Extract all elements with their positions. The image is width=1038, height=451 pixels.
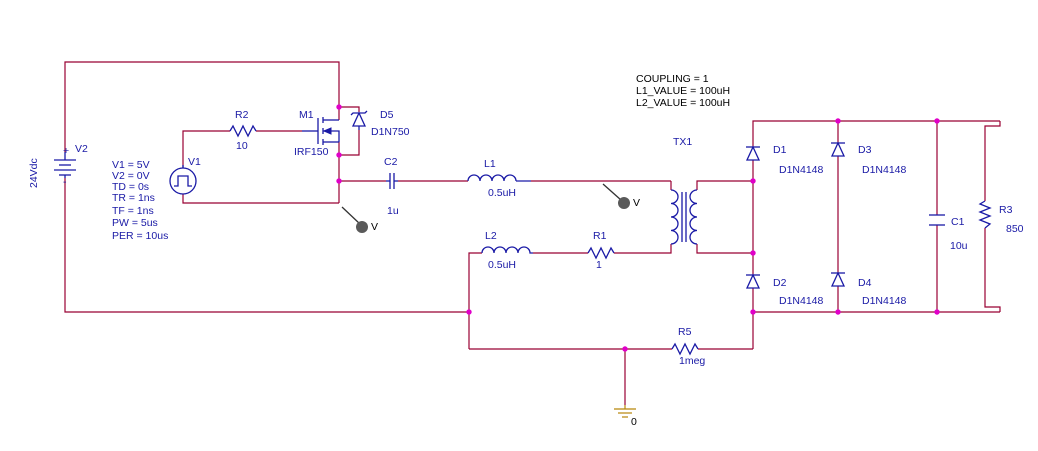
probe-label: V — [371, 221, 378, 233]
d1-ref: D1 — [773, 144, 787, 156]
d2-ref: D2 — [773, 277, 787, 289]
zener-diode-d5[interactable]: D5 D1N750 — [350, 109, 410, 138]
junction-dot — [336, 104, 342, 110]
v1-parameters: V1 = 5V V2 = 0V TD = 0s TR = 1ns TF = 1n… — [112, 159, 168, 242]
d3-ref: D3 — [858, 144, 872, 156]
l1-ref: L1 — [484, 158, 496, 170]
tx1-ref: TX1 — [673, 136, 692, 148]
resistor-r5[interactable]: R5 1meg — [671, 326, 705, 367]
voltage-probe-2[interactable]: V — [602, 183, 640, 209]
junction-dot — [622, 346, 628, 352]
v1-param: TR = 1ns — [112, 192, 155, 204]
d5-value: D1N750 — [371, 126, 410, 138]
junction-dot — [750, 309, 756, 315]
coupling-text: COUPLING = 1 — [636, 73, 709, 85]
ground-label: 0 — [631, 416, 637, 428]
d3-value: D1N4148 — [862, 164, 907, 176]
c2-value: 1u — [387, 205, 399, 217]
r5-value: 1meg — [679, 355, 705, 367]
ground-symbol: 0 — [614, 405, 637, 428]
l1-value-text: L1_VALUE = 100uH — [636, 85, 730, 97]
voltage-probe-1[interactable]: V — [341, 206, 378, 233]
v1-param: PW = 5us — [112, 217, 158, 229]
transformer-tx1[interactable]: TX1 — [670, 136, 698, 245]
l2-value: 0.5uH — [488, 259, 516, 271]
r3-value: 850 — [1006, 223, 1024, 235]
capacitor-c1[interactable]: C1 10u — [929, 214, 968, 252]
c1-ref: C1 — [951, 216, 965, 228]
v1-ref: V1 — [188, 156, 201, 168]
c1-value: 10u — [950, 240, 968, 252]
v1-param: PER = 10us — [112, 230, 168, 242]
d4-ref: D4 — [858, 277, 872, 289]
junction-dot — [934, 309, 940, 315]
resistor-r1[interactable]: R1 1 — [587, 230, 615, 271]
resistor-r2[interactable]: R2 10 — [229, 109, 257, 152]
v1-param: TD = 0s — [112, 181, 149, 193]
d4-value: D1N4148 — [862, 295, 907, 307]
junction-dot — [466, 309, 472, 315]
v2-ref: V2 — [75, 143, 88, 155]
mosfet-m1[interactable]: M1 IRF150 — [294, 109, 340, 158]
diode-d2[interactable]: D2 D1N4148 — [745, 273, 824, 307]
junction-dot — [934, 118, 940, 124]
v1-param: TF = 1ns — [112, 205, 154, 217]
l1-value: 0.5uH — [488, 187, 516, 199]
r2-value: 10 — [236, 140, 248, 152]
l2-ref: L2 — [485, 230, 497, 242]
v1-param: V2 = 0V — [112, 170, 150, 182]
junction-dot — [835, 118, 841, 124]
coupling-annotation: COUPLING = 1 L1_VALUE = 100uH L2_VALUE =… — [636, 73, 730, 109]
inductor-l1[interactable]: L1 0.5uH — [467, 158, 531, 199]
inductor-l2[interactable]: L2 0.5uH — [481, 230, 533, 271]
v2-plus-sign: + — [63, 145, 69, 157]
junction-dot — [750, 178, 756, 184]
v2-value: 24Vdc — [28, 158, 40, 188]
resistor-r3[interactable]: R3 850 — [978, 200, 1024, 235]
v1-param: V1 = 5V — [112, 159, 150, 171]
junction-dot — [835, 309, 841, 315]
probe-label: V — [633, 197, 640, 209]
r2-ref: R2 — [235, 109, 249, 121]
r1-ref: R1 — [593, 230, 607, 242]
wires — [64, 61, 1001, 405]
junction-dot — [336, 178, 342, 184]
l2-value-text: L2_VALUE = 100uH — [636, 97, 730, 109]
battery-v2[interactable]: + - V2 24Vdc — [28, 143, 88, 188]
diode-d3[interactable]: D3 D1N4148 — [830, 141, 907, 176]
pulse-source-v1[interactable]: V1 V1 = 5V V2 = 0V TD = 0s TR = 1ns TF =… — [112, 156, 201, 242]
d2-value: D1N4148 — [779, 295, 824, 307]
m1-ref: M1 — [299, 109, 314, 121]
v2-minus-sign: - — [63, 176, 67, 188]
capacitor-c2[interactable]: C2 1u — [384, 156, 399, 217]
junction-dot — [750, 250, 756, 256]
junctions — [336, 104, 940, 352]
diode-d4[interactable]: D4 D1N4148 — [830, 271, 907, 307]
r1-value: 1 — [596, 259, 602, 271]
c2-ref: C2 — [384, 156, 398, 168]
diode-d1[interactable]: D1 D1N4148 — [745, 144, 824, 176]
d1-value: D1N4148 — [779, 164, 824, 176]
d5-ref: D5 — [380, 109, 394, 121]
junction-dot — [336, 152, 342, 158]
m1-value: IRF150 — [294, 146, 329, 158]
r5-ref: R5 — [678, 326, 692, 338]
r3-ref: R3 — [999, 204, 1013, 216]
